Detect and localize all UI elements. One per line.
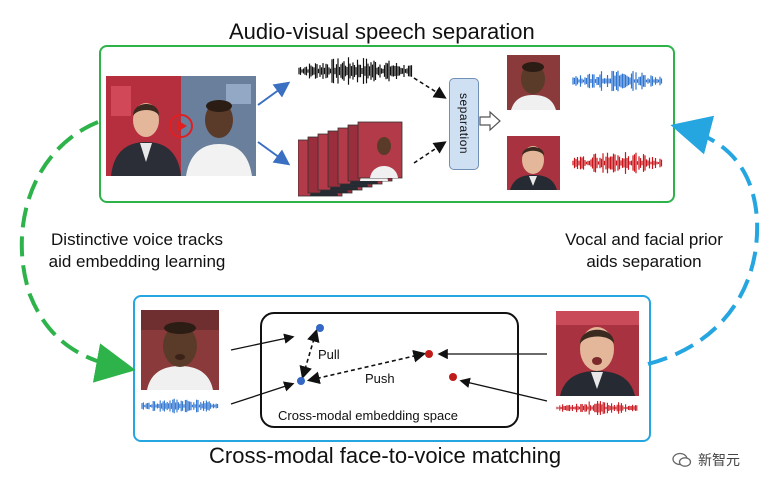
push-label: Push (365, 371, 395, 386)
left-caption-line-2: aid embedding learning (48, 252, 226, 271)
green-cycle-arrow (19, 120, 136, 383)
voice-point-a (316, 324, 324, 332)
arrow-to-frames (257, 141, 291, 166)
mixed-audio-waveform (298, 57, 413, 85)
face-point-a (425, 350, 433, 358)
face-point-b (449, 373, 457, 381)
watermark: 新智元 (672, 450, 740, 470)
separation-output-arrow (479, 110, 501, 132)
matching-voice-left (141, 398, 219, 414)
video-frames-stack (297, 120, 413, 198)
output-face-speaker-1 (507, 55, 560, 110)
output-face-speaker-2 (507, 136, 560, 190)
left-caption-line-1: Distinctive voice tracks (51, 230, 223, 249)
arrow-audio-to-sep (413, 77, 447, 99)
right-caption: Vocal and facial prior aids separation (537, 229, 751, 273)
arrow-frames-to-sep (413, 141, 447, 164)
separation-box: separation (449, 78, 479, 170)
wechat-icon (672, 452, 692, 467)
embedding-space-box (260, 312, 519, 428)
input-video-thumbnail (106, 76, 256, 176)
pull-label: Pull (318, 347, 340, 362)
video-frame (357, 121, 403, 179)
blue-waveform-output (572, 70, 663, 92)
right-caption-line-2: aids separation (586, 252, 702, 271)
embedding-space-label: Cross-modal embedding space (278, 408, 458, 423)
red-waveform-output (572, 152, 663, 174)
left-caption: Distinctive voice tracks aid embedding l… (22, 229, 252, 273)
bottom-title: Cross-modal face-to-voice matching (209, 443, 562, 468)
top-title: Audio-visual speech separation (229, 19, 535, 44)
blue-cycle-arrow (647, 115, 760, 366)
matching-face-left (141, 310, 219, 390)
separation-label: separation (457, 93, 471, 155)
push-arrow (306, 349, 427, 385)
matching-face-right (556, 311, 639, 396)
arrow-voice2-to-embed (459, 377, 548, 402)
voice-point-b (297, 377, 305, 385)
arrow-to-audio (257, 81, 291, 106)
right-caption-line-1: Vocal and facial prior (565, 230, 723, 249)
watermark-text: 新智元 (698, 452, 740, 468)
matching-voice-right (556, 401, 638, 415)
